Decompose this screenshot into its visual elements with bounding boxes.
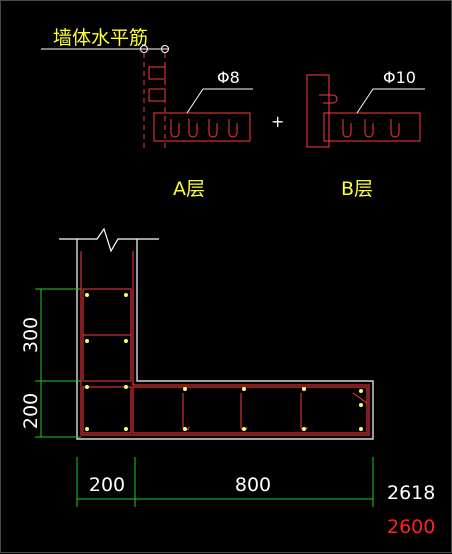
rebar-dot [242, 427, 246, 431]
layer-b-hook-2 [364, 119, 374, 138]
rebar-dot [85, 293, 89, 297]
layer-b-detail: Φ10 B层 [306, 68, 425, 200]
vertical-dimension [35, 288, 81, 438]
rebar-dot [302, 427, 306, 431]
leader-node-1 [140, 45, 148, 53]
total-computed: 2618 [387, 482, 435, 504]
title-annotation: 墙体水平筋 [41, 27, 169, 151]
rebar-dot [359, 427, 363, 431]
tie-horizontal [132, 386, 368, 434]
layer-a-tie-upper [148, 66, 166, 80]
wall-section [59, 227, 374, 440]
layer-b-vertical-leg [306, 74, 330, 148]
layer-a-hook-3 [208, 119, 218, 138]
layer-b-bar-box [323, 112, 421, 142]
layer-a-tie-lower [148, 88, 166, 102]
rebar-dot [85, 385, 89, 389]
dim-300-label: 300 [20, 317, 42, 353]
rebar-dot [183, 427, 187, 431]
rebar-dot [302, 387, 306, 391]
rebar-dot [183, 387, 187, 391]
layer-a-leader [186, 88, 253, 114]
wall-outline [76, 239, 374, 440]
hook-end [352, 392, 368, 404]
rebar-dot [242, 387, 246, 391]
rebar-dot [124, 293, 128, 297]
dim-200-horizontal-label: 200 [89, 474, 125, 496]
rebar-dot [359, 389, 363, 393]
dim-800-label: 800 [235, 474, 271, 496]
layer-a-hook-2 [188, 119, 198, 138]
layer-b-leader [356, 88, 425, 114]
rebar-dot [124, 427, 128, 431]
layer-b-label: B层 [341, 178, 373, 200]
title-text: 墙体水平筋 [53, 27, 148, 49]
rebar-dot [124, 385, 128, 389]
layer-b-hook-1 [342, 119, 352, 138]
tie-vertical-1 [82, 288, 132, 336]
horizontal-dimension [76, 457, 374, 507]
layer-a-hook-1 [170, 119, 180, 138]
rebar-dot [359, 403, 363, 407]
layer-b-bar-spec: Φ10 [383, 68, 416, 87]
layer-a-bar-spec: Φ8 [217, 68, 240, 87]
hook-h-1 [182, 393, 190, 431]
leader-node-2 [161, 45, 169, 53]
tie-vertical-2 [82, 334, 132, 382]
dim-200-vertical-label: 200 [20, 393, 42, 429]
layer-a-bar-box [153, 112, 251, 142]
rebar-dot [85, 339, 89, 343]
layer-a-detail: Φ8 A层 [148, 66, 253, 200]
layer-b-hook-top [319, 94, 338, 104]
hook-h-2 [240, 393, 248, 431]
layer-a-hook-4 [228, 119, 238, 138]
hook-h-3 [300, 393, 308, 431]
layer-a-label: A层 [173, 178, 205, 200]
layer-b-hook-3 [390, 119, 400, 138]
rebar-dots [85, 293, 363, 431]
rebar-outline-inner [80, 251, 370, 436]
join-plus-symbol: + [271, 112, 284, 131]
break-line [59, 227, 159, 253]
tie-corner [82, 386, 132, 434]
total-reference: 2600 [387, 516, 435, 538]
rebar-dot [85, 427, 89, 431]
rebar-dot [124, 339, 128, 343]
